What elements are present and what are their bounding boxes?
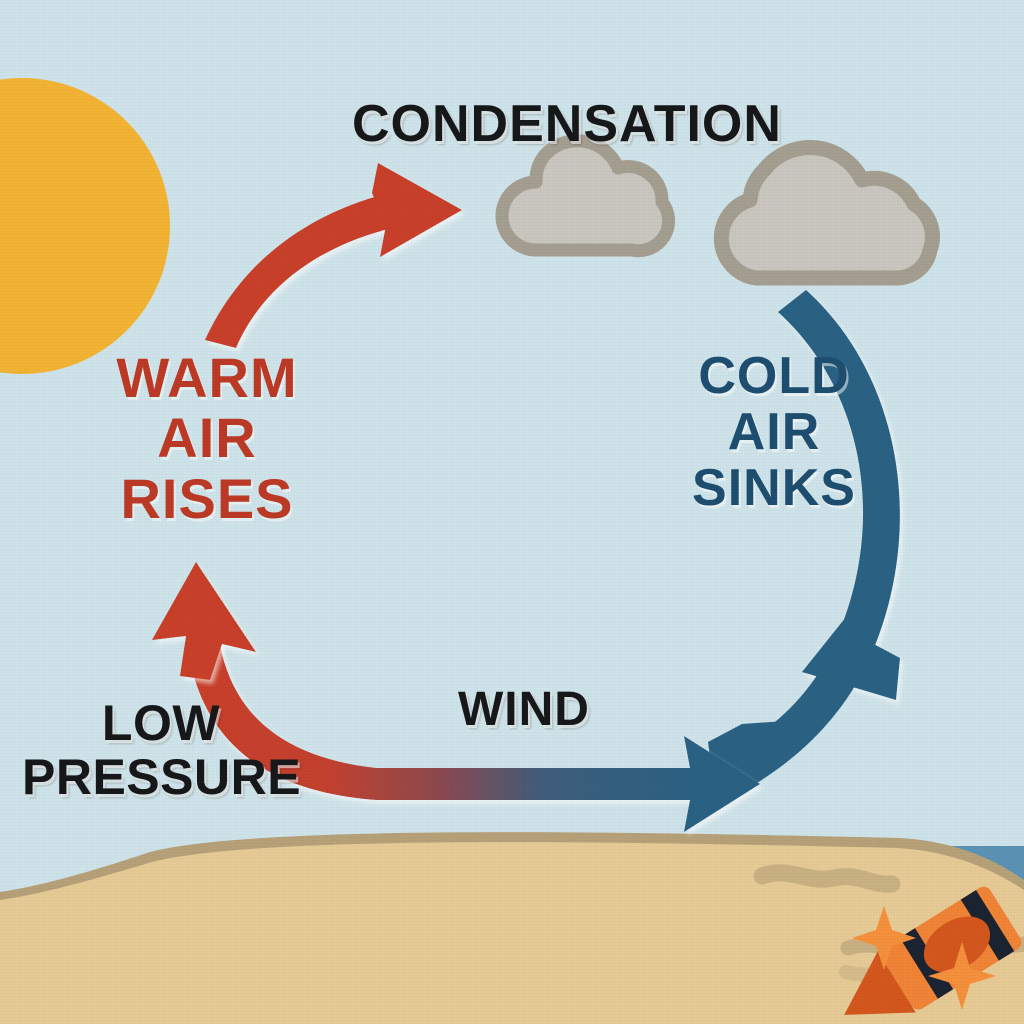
orange-crayon xyxy=(844,886,1022,1015)
cloud-large xyxy=(713,140,940,286)
sparkle-stars xyxy=(852,906,996,1010)
label-cold-air-sinks: COLD AIR SINKS xyxy=(692,347,856,518)
red-curved-rising-arrow xyxy=(205,163,462,348)
cloud-small xyxy=(495,134,676,258)
label-warm-air-rises: WARM AIR RISES xyxy=(116,346,298,530)
sparkle-icon-1 xyxy=(852,906,916,970)
sand-dune xyxy=(0,842,1024,1024)
gradient-wind-arrow xyxy=(184,600,760,832)
label-low-pressure: LOW PRESSURE xyxy=(22,695,302,805)
sparkle-icon-2 xyxy=(928,942,996,1010)
label-wind: WIND xyxy=(458,683,590,736)
label-condensation: CONDENSATION xyxy=(352,95,782,153)
red-upward-arrow xyxy=(152,562,256,680)
sand-mark-1 xyxy=(753,864,901,893)
sun-icon xyxy=(0,78,170,374)
